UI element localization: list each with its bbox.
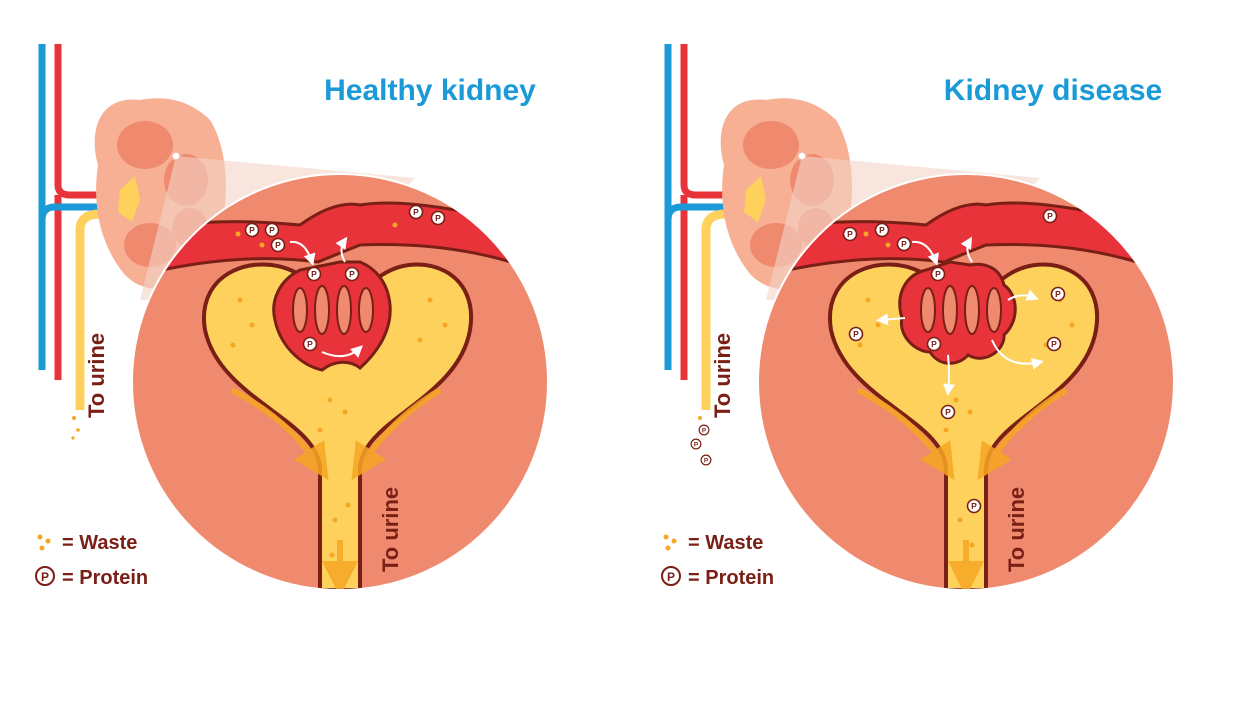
waste-legend-label: = Waste: [688, 532, 763, 554]
svg-text:P: P: [41, 570, 49, 584]
protein-icon: P: [661, 566, 681, 586]
waste-icon: [663, 534, 677, 551]
healthy-legend: = Waste P = Protein: [35, 532, 148, 589]
healthy-inner-label: To urine: [378, 487, 403, 572]
waste-icon: [37, 534, 51, 551]
healthy-outer-label: To urine: [84, 333, 109, 418]
svg-text:P: P: [667, 570, 675, 584]
disease-panel: Kidney disease: [661, 44, 1175, 591]
healthy-panel: Healthy kidney: [35, 44, 549, 591]
magnified-nephron-disease: [758, 174, 1174, 590]
protein-legend-label: = Protein: [688, 567, 774, 589]
disease-legend: = Waste P = Protein: [661, 532, 774, 589]
protein-legend-label: = Protein: [62, 567, 148, 589]
waste-legend-label: = Waste: [62, 532, 137, 554]
healthy-title: Healthy kidney: [324, 74, 536, 107]
magnified-nephron: [132, 174, 548, 590]
disease-title: Kidney disease: [944, 74, 1162, 107]
outer-vessels: [38, 44, 125, 440]
protein-icon: P: [35, 566, 55, 586]
disease-inner-label: To urine: [1004, 487, 1029, 572]
disease-outer-label: To urine: [710, 333, 735, 418]
